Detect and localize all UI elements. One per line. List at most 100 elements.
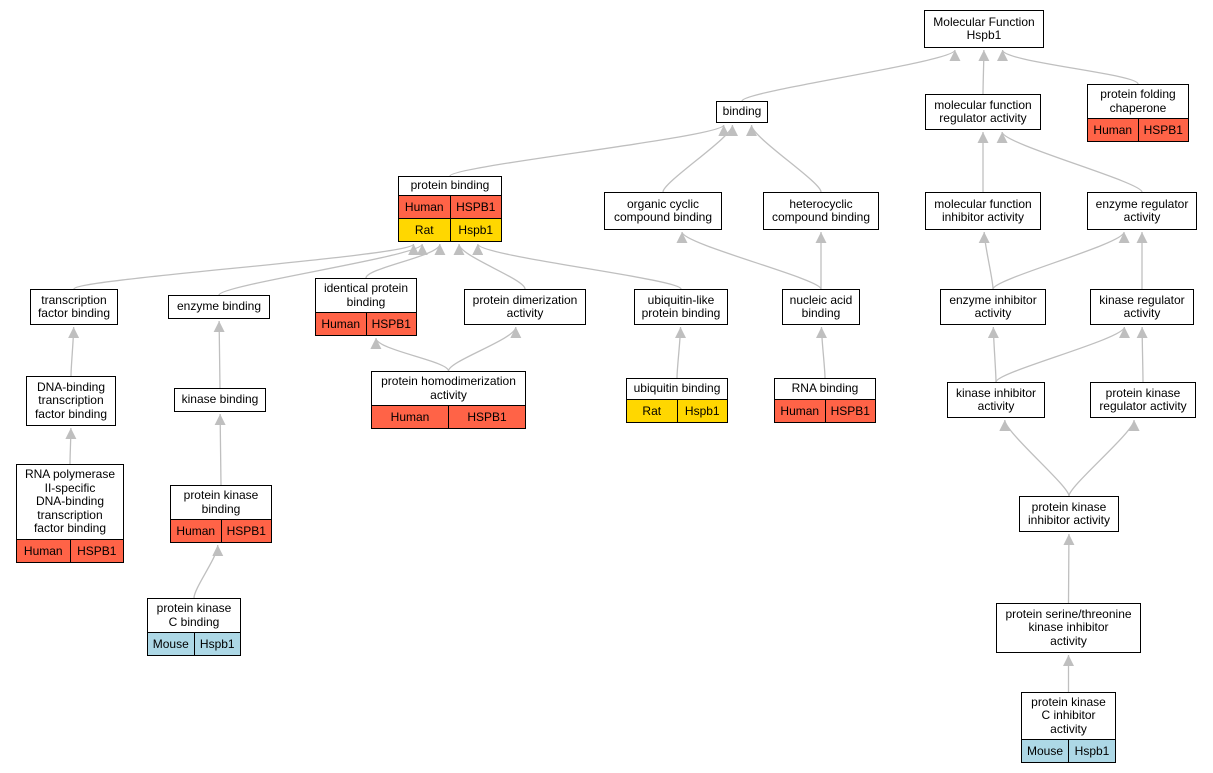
edge-hcb-to-binding [746,124,822,193]
gene-cell: HSPB1 [449,196,502,218]
go-term-node-dbtfb[interactable]: DNA-binding transcription factor binding [26,376,116,426]
gene-cell: HSPB1 [824,400,876,422]
species-cell: Human [390,410,430,424]
go-term-label: nucleic acid binding [789,292,853,320]
go-term-node-pda[interactable]: protein dimerization activity [464,289,586,325]
go-term-node-mfinh[interactable]: molecular function inhibitor activity [925,192,1041,230]
go-term-node-kb[interactable]: kinase binding [174,388,266,412]
edge-pkia-to-pkra [1068,419,1140,497]
gene-cell: HSPB1 [448,406,525,428]
go-term-label: protein kinase C inhibitor activity [1031,694,1106,736]
go-term-node-kinh[interactable]: kinase inhibitor activity [947,382,1045,418]
go-term-label: heterocyclic compound binding [771,196,871,224]
go-term-label: enzyme binding [176,299,262,314]
go-term-node-enzinh[interactable]: enzyme inhibitor activity [940,289,1046,325]
species-cell: Mouse [152,637,189,651]
species-cell: Human [1093,123,1133,137]
gene-cell: HSPB1 [69,540,124,562]
go-term-label: identical protein binding [323,281,409,309]
go-term-label: kinase regulator activity [1099,292,1185,320]
go-term-node-binding[interactable]: binding [716,101,768,123]
go-term-label: enzyme regulator activity [1095,196,1189,224]
edge-pkb-to-kb [214,413,226,486]
go-term-label: enzyme inhibitor activity [949,292,1037,320]
go-term-label: protein folding chaperone [1100,87,1176,115]
annotation-row: Human HSPB1 [17,539,123,562]
go-term-node-nab[interactable]: nucleic acid binding [782,289,860,325]
go-term-label: protein kinase binding [183,488,259,516]
go-term-label: protein binding [410,178,490,193]
go-term-label: RNA polymerase II-specific DNA-binding t… [24,467,116,536]
edge-ulpb-to-pb [472,243,682,290]
gene-cell: Hspb1 [1068,740,1115,762]
edge-dbtfb-to-tfb [68,326,80,377]
go-term-label: protein kinase inhibitor activity [1027,499,1111,527]
go-term-label: ubiquitin binding [633,381,721,396]
species-cell: Rat [642,404,662,418]
edge-kinh-to-kinreg [995,326,1130,383]
go-term-node-hcb[interactable]: heterocyclic compound binding [763,192,879,230]
annotation-row: Human HSPB1 [171,519,271,542]
edge-eb-to-pb [218,243,428,296]
gene-cell: HSPB1 [1137,119,1189,141]
edge-enzreg-to-mfreg [996,131,1143,193]
go-term-label: protein kinase C binding [156,601,232,629]
gene-cell: HSPB1 [220,520,272,542]
annotation-row: Mouse Hspb1 [148,632,240,655]
edge-kinh-to-enzinh [987,326,999,383]
species-cell: Human [23,544,63,558]
edge-ipb-to-pb [365,243,446,279]
gene-cell: Hspb1 [449,219,502,241]
edge-mfreg-to-mf [978,49,990,95]
go-term-node-mf[interactable]: Molecular Function Hspb1 [924,10,1044,48]
edge-enzinh-to-mfinh [978,231,994,290]
go-term-node-rnap[interactable]: RNA polymerase II-specific DNA-binding t… [16,464,124,563]
go-term-label: protein dimerization activity [472,292,578,320]
edge-ubb-to-ulpb [675,326,687,379]
go-term-node-tfb[interactable]: transcription factor binding [30,289,118,325]
go-term-node-kinreg[interactable]: kinase regulator activity [1090,289,1194,325]
species-cell: Mouse [1026,744,1064,758]
edge-enzinh-to-enzreg [992,231,1130,290]
go-term-node-pkra[interactable]: protein kinase regulator activity [1090,382,1196,418]
go-term-node-mfreg[interactable]: molecular function regulator activity [925,94,1041,130]
go-term-label: molecular function regulator activity [934,97,1032,125]
species-cell: Rat [414,223,434,237]
go-term-node-eb[interactable]: enzyme binding [168,295,270,319]
edge-tfb-to-pb [73,243,419,290]
go-term-label: protein kinase regulator activity [1099,385,1187,413]
go-term-label: Molecular Function Hspb1 [933,14,1035,42]
go-term-node-enzreg[interactable]: enzyme regulator activity [1087,192,1197,230]
go-term-label: DNA-binding transcription factor binding [34,379,108,421]
edge-nab-to-occb [676,231,822,290]
edge-kb-to-eb [213,320,225,389]
go-term-node-pkia[interactable]: protein kinase inhibitor activity [1019,496,1119,532]
edge-pkia-to-kinh [999,419,1070,497]
annotation-row: Rat Hspb1 [399,218,501,241]
go-term-label: organic cyclic compound binding [613,196,713,224]
species-cell: Human [176,524,216,538]
go-term-node-ulpb[interactable]: ubiquitin-like protein binding [634,289,728,325]
go-term-label: binding [722,104,762,119]
go-term-label: transcription factor binding [37,292,111,320]
gene-cell: Hspb1 [193,633,241,655]
edge-rnap-to-dbtfb [65,427,77,465]
species-cell: Human [321,317,361,331]
go-term-node-occb[interactable]: organic cyclic compound binding [604,192,722,230]
edge-phda-to-pda [447,326,522,372]
edge-pkra-to-kinreg [1136,326,1148,383]
annotation-row: Mouse Hspb1 [1022,739,1115,762]
go-term-node-pstkia[interactable]: protein serine/threonine kinase inhibito… [996,603,1141,653]
